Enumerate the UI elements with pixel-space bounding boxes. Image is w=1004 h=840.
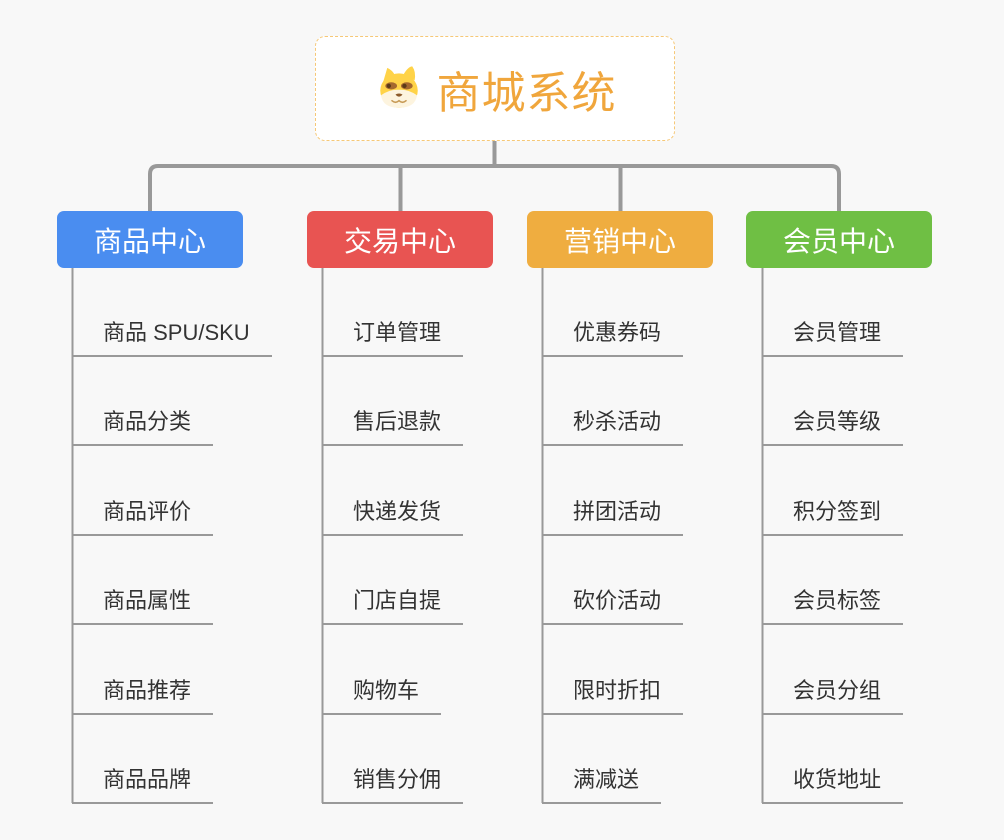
leaf-node[interactable]: 满减送: [542, 767, 662, 804]
leaf-node[interactable]: 商品分类: [72, 409, 214, 446]
leaf-node[interactable]: 快递发货: [322, 499, 464, 536]
leaf-node[interactable]: 优惠券码: [542, 320, 684, 357]
leaf-node[interactable]: 会员标签: [762, 588, 904, 625]
leaf-node[interactable]: 售后退款: [322, 409, 464, 446]
leaf-node[interactable]: 订单管理: [322, 320, 464, 357]
branch-box-1[interactable]: 交易中心: [307, 211, 493, 268]
branch-label: 交易中心: [343, 225, 456, 257]
leaf-node[interactable]: 商品 SPU/SKU: [72, 320, 272, 357]
branch-bus-connector: [148, 164, 841, 211]
leaf-node[interactable]: 购物车: [322, 678, 442, 715]
leaf-node[interactable]: 秒杀活动: [542, 409, 684, 446]
leaf-node[interactable]: 商品品牌: [72, 767, 214, 804]
leaf-node[interactable]: 拼团活动: [542, 499, 684, 536]
leaf-node[interactable]: 会员分组: [762, 678, 904, 715]
leaf-node[interactable]: 门店自提: [322, 588, 464, 625]
branch-box-2[interactable]: 营销中心: [527, 211, 713, 268]
branch-label: 会员中心: [782, 225, 895, 257]
leaf-node[interactable]: 销售分佣: [322, 767, 464, 804]
branch-label: 商品中心: [93, 225, 206, 257]
root-node[interactable]: 商城系统: [315, 36, 675, 141]
root-node-title: 商城系统: [436, 68, 617, 118]
dog-face-icon: [374, 64, 424, 114]
leaf-node[interactable]: 商品属性: [72, 588, 214, 625]
leaf-node[interactable]: 商品推荐: [72, 678, 214, 715]
branch-box-0[interactable]: 商品中心: [57, 211, 243, 268]
leaf-node[interactable]: 商品评价: [72, 499, 214, 536]
leaf-node[interactable]: 限时折扣: [542, 678, 684, 715]
leaf-node[interactable]: 砍价活动: [542, 588, 684, 625]
branch-label: 营销中心: [563, 225, 676, 257]
leaf-node[interactable]: 收货地址: [762, 767, 904, 804]
leaf-node[interactable]: 会员管理: [762, 320, 904, 357]
leaf-node[interactable]: 积分签到: [762, 499, 904, 536]
leaf-node[interactable]: 会员等级: [762, 409, 904, 446]
branch-box-3[interactable]: 会员中心: [746, 211, 932, 268]
